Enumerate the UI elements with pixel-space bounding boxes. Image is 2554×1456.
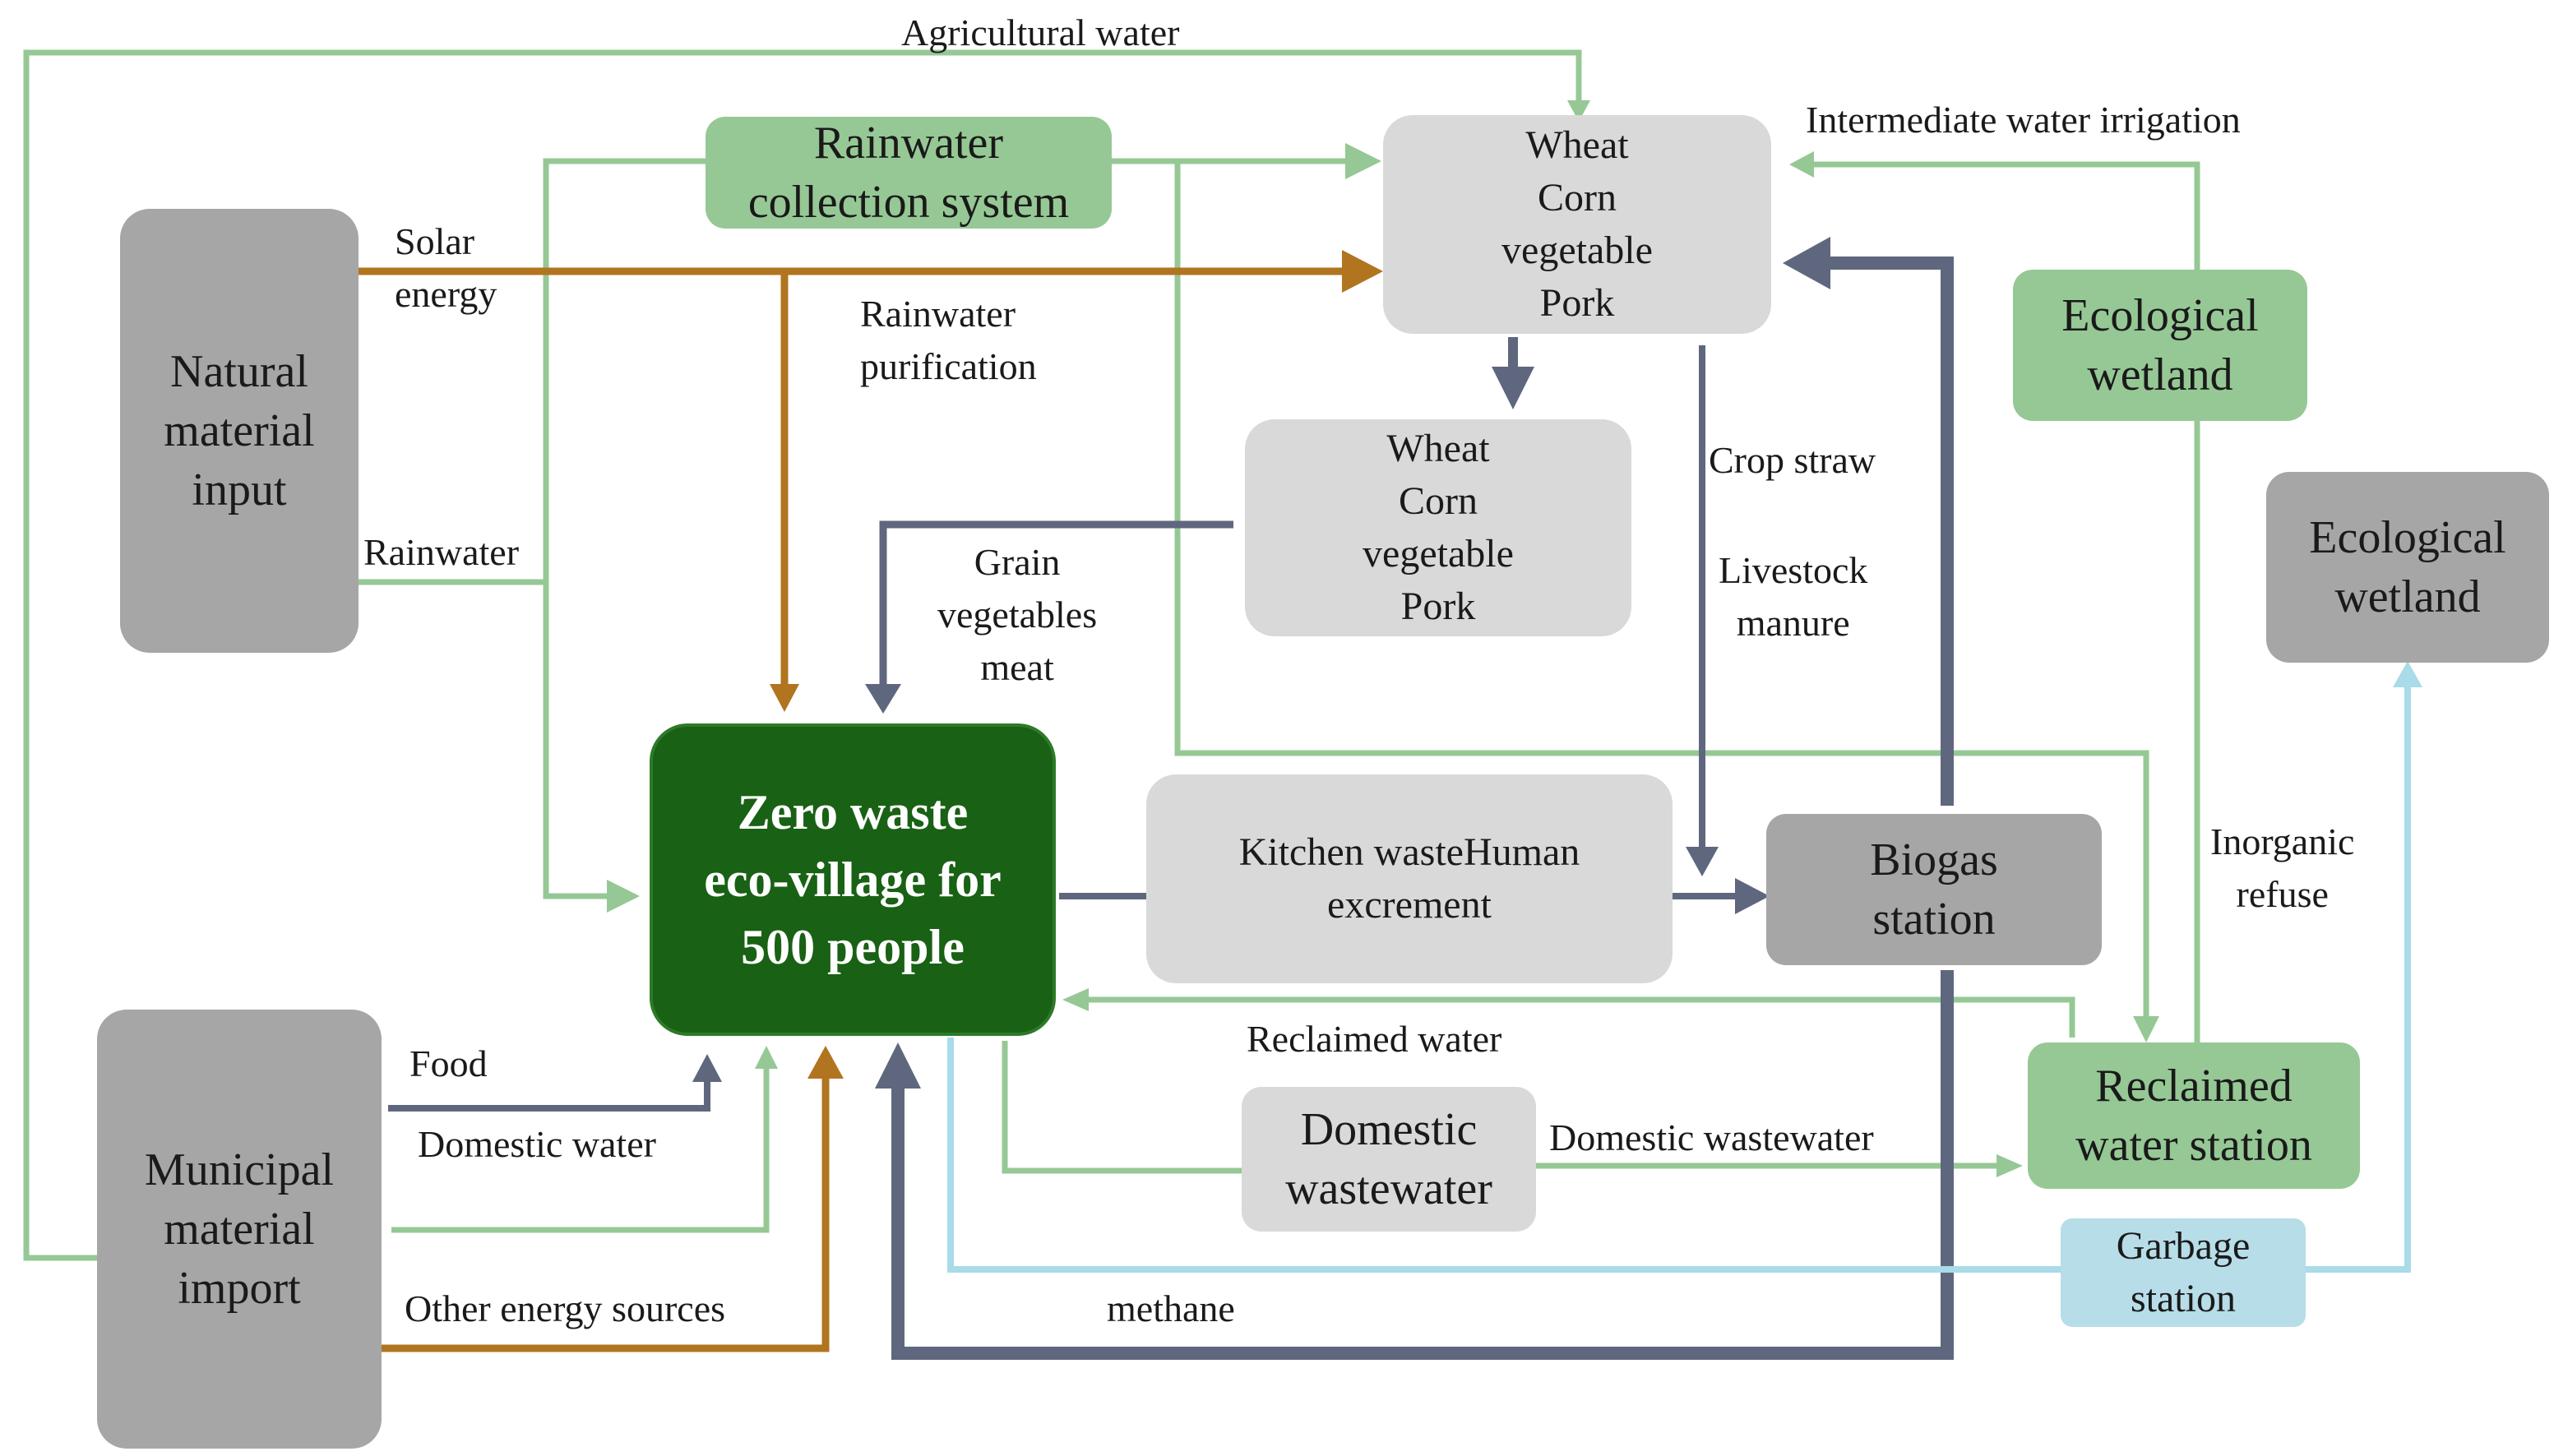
arrowhead-domestic-water — [755, 1046, 778, 1069]
biogas-to-farm-line — [1824, 257, 1954, 806]
livestock-manure-label: Livestock manure — [1719, 549, 1868, 644]
rainwater-to-village-line — [543, 158, 706, 899]
garbage-station-node: Garbage station — [2061, 1218, 2306, 1327]
agricultural-water-label: Agricultural water — [901, 12, 1180, 53]
inorganic-refuse-label: Inorganic refuse — [2210, 820, 2355, 915]
farm-produce-node: Wheat Corn vegetable Pork — [1383, 115, 1771, 334]
rainwater-purification-label: Rainwater purification — [860, 293, 1037, 387]
water-arrowheads — [607, 100, 2159, 1177]
arrowhead-grain — [865, 684, 901, 714]
arrowhead-solar — [1342, 250, 1383, 293]
ecological-wetland-node: Ecological wetland — [2013, 270, 2307, 421]
food-line — [388, 1079, 710, 1112]
arrowhead-farm-mid — [1492, 367, 1534, 409]
arrowhead-rain-farm — [1345, 143, 1381, 179]
rainwater-label: Rainwater — [363, 531, 520, 573]
biogas-station-node: Biogas station — [1766, 814, 2102, 965]
natural-material-input-node: Natural material input — [120, 209, 359, 653]
arrowhead-inorganic — [2393, 661, 2422, 687]
grain-line — [879, 520, 1233, 689]
arrowhead-irrigation — [1789, 151, 1814, 178]
domestic-water-label: Domestic water — [418, 1123, 656, 1165]
arrowhead-wastewater — [1996, 1154, 2023, 1177]
reclaimed-water-label: Reclaimed water — [1247, 1018, 1502, 1060]
arrowhead-food — [692, 1054, 722, 1082]
material-flows — [388, 257, 1954, 1360]
arrowhead-reclaimed-station — [2133, 1016, 2159, 1042]
harvest-produce-node: Wheat Corn vegetable Pork — [1245, 419, 1631, 636]
other-energy-line — [378, 1074, 830, 1352]
garbage-flows — [947, 682, 2411, 1273]
village-to-wastewater-line — [1002, 1041, 1242, 1174]
garbage-to-wetland-line — [2306, 682, 2411, 1273]
rainwater-to-reclaimed-line — [1174, 161, 2149, 1019]
solar-energy-label: Solar energy — [395, 220, 497, 315]
rainwater-collection-node: Rainwater collection system — [706, 117, 1112, 229]
reclaimed-to-village-line — [1085, 996, 2075, 1038]
arrowhead-agri — [1567, 100, 1590, 122]
arrowhead-biogas — [1735, 878, 1770, 914]
energy-flows — [359, 267, 1345, 1352]
intermediate-irrigation-line — [1809, 161, 2200, 270]
arrowhead-straw — [1686, 847, 1719, 876]
material-arrowheads — [692, 237, 1830, 1089]
methane-label: methane — [1107, 1287, 1235, 1329]
arrowhead-other-energy — [807, 1046, 844, 1079]
agricultural-water-line — [23, 49, 1582, 1261]
municipal-material-import-node: Municipal material import — [97, 1010, 382, 1449]
grain-vegetables-meat-label: Grain vegetables meat — [937, 541, 1098, 688]
crop-straw-label: Crop straw — [1709, 439, 1876, 481]
other-energy-label: Other energy sources — [405, 1287, 726, 1329]
domestic-wastewater-label: Domestic wastewater — [1549, 1116, 1874, 1158]
water-flows — [23, 49, 2200, 1261]
energy-arrowheads — [770, 250, 1383, 1079]
kitchen-waste-node: Kitchen wasteHuman excrement — [1146, 774, 1673, 983]
food-label: Food — [409, 1042, 488, 1084]
village-to-garbage-line — [947, 1038, 2062, 1273]
arrowhead-purification — [770, 684, 799, 712]
garbage-arrowheads — [2393, 661, 2422, 687]
domestic-wastewater-node: Domestic wastewater — [1242, 1087, 1536, 1232]
intermediate-irrigation-label: Intermediate water irrigation — [1806, 99, 2241, 141]
ecological-wetland-gray-node: Ecological wetland — [2266, 472, 2549, 663]
methane-line — [891, 970, 1954, 1360]
arrowhead-rain-village — [607, 880, 640, 913]
arrowhead-biogas-farm — [1783, 237, 1830, 289]
arrowhead-reclaimed-village — [1062, 988, 1089, 1011]
reclaimed-water-station-node: Reclaimed water station — [2028, 1042, 2360, 1189]
zero-waste-village-node: Zero waste eco-village for 500 people — [650, 723, 1056, 1036]
domestic-water-line — [391, 1065, 770, 1233]
arrowhead-methane — [875, 1042, 921, 1089]
